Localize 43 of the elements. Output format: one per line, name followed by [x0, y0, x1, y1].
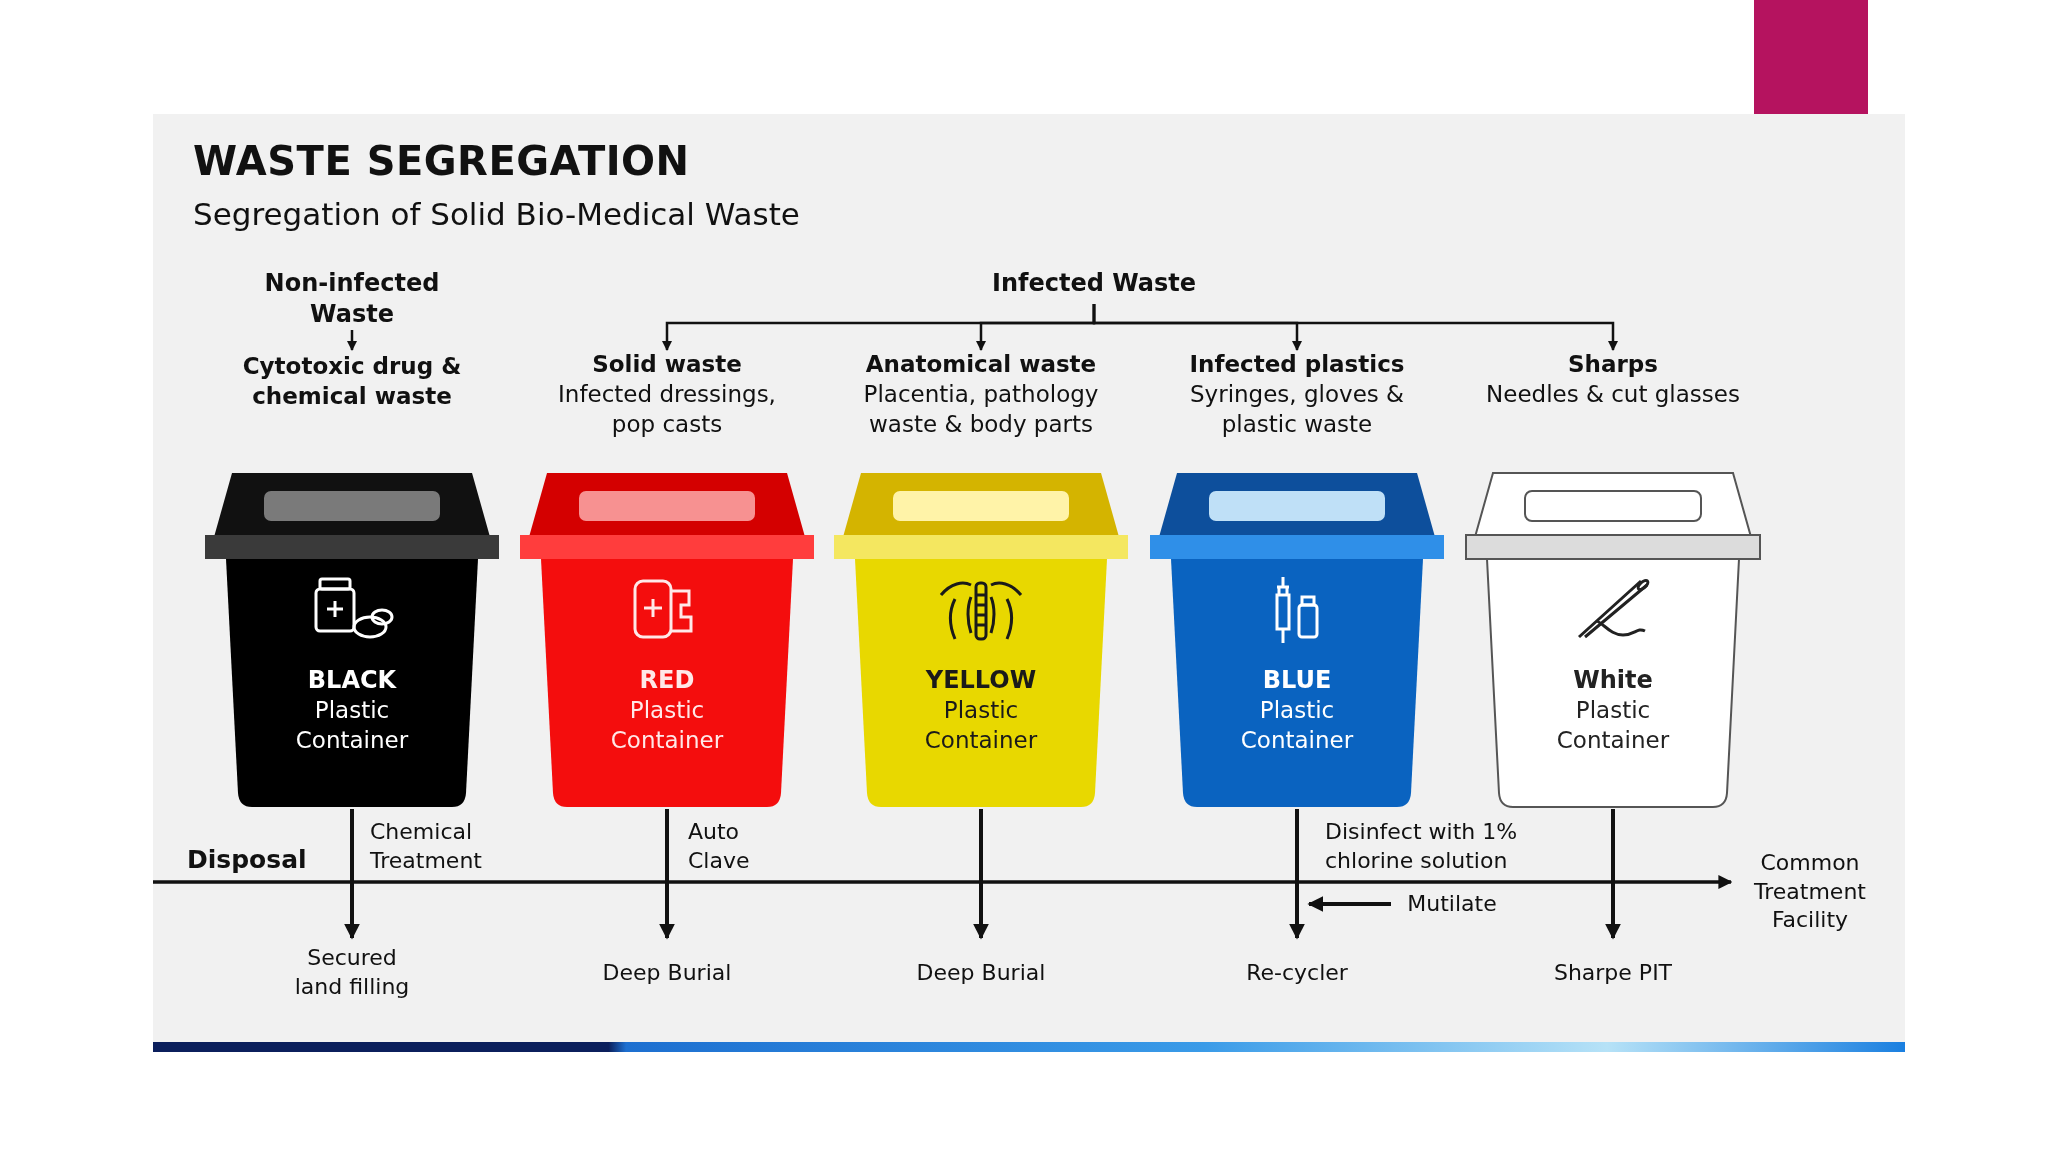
waste-category-heading: Solid waste — [592, 350, 742, 379]
waste-category-heading: Infected plastics — [1189, 350, 1405, 379]
waste-category-heading: Anatomical waste — [865, 350, 1097, 379]
edge-label: Chemical Treatment — [370, 818, 483, 875]
bin-color-label: YELLOW — [925, 665, 1037, 696]
arrow — [973, 809, 989, 940]
annotation-text: Mutilate — [1407, 889, 1497, 918]
arrow — [659, 809, 675, 940]
disposal-method: Deep Burial — [916, 958, 1046, 987]
bin-description: Plastic Container — [923, 696, 1039, 756]
waste-category-heading: Sharps — [1568, 350, 1658, 379]
bin-description: Plastic Container — [1239, 696, 1355, 756]
bin-color-label: BLACK — [307, 665, 397, 696]
arrow — [1605, 809, 1621, 940]
section-label: Disposal — [187, 845, 307, 874]
disposal-method: Secured land filling — [293, 944, 411, 1001]
arrow — [344, 809, 360, 940]
bin-description: Plastic Container — [1555, 696, 1671, 756]
arrow — [153, 875, 1733, 889]
title: WASTE SEGREGATION — [193, 138, 690, 184]
subtitle: Segregation of Solid Bio-Medical Waste — [193, 196, 800, 232]
disposal-method: Re-cycler — [1246, 958, 1348, 987]
bin-description: Plastic Container — [294, 696, 410, 756]
waste-category-heading: Cytotoxic drug & chemical waste — [241, 352, 463, 411]
disposal-method: Deep Burial — [602, 958, 732, 987]
disposal-method: Common Treatment Facility — [1753, 849, 1867, 935]
arrow — [347, 330, 357, 351]
arrow — [1307, 896, 1391, 912]
bin-color-label: BLUE — [1262, 665, 1332, 696]
bin-color-label: White — [1573, 665, 1653, 696]
disposal-method: Sharpe PIT — [1553, 958, 1673, 987]
waste-category-description: Needles & cut glasses — [1486, 379, 1740, 409]
bin-color-label: RED — [639, 665, 695, 696]
bin-description: Plastic Container — [609, 696, 725, 756]
waste-group-heading: Infected Waste — [991, 268, 1197, 299]
edge-label: Auto Clave — [688, 818, 751, 875]
waste-category-description: Infected dressings, pop casts — [557, 379, 777, 439]
arrow — [1289, 809, 1305, 940]
edge-label: Disinfect with 1% chlorine solution — [1325, 818, 1519, 875]
waste-group-heading: Non-infected Waste — [263, 268, 441, 331]
waste-category-description: Placentia, pathology waste & body parts — [862, 379, 1100, 439]
arrow — [1092, 304, 1618, 351]
waste-category-description: Syringes, gloves & plastic waste — [1188, 379, 1405, 439]
